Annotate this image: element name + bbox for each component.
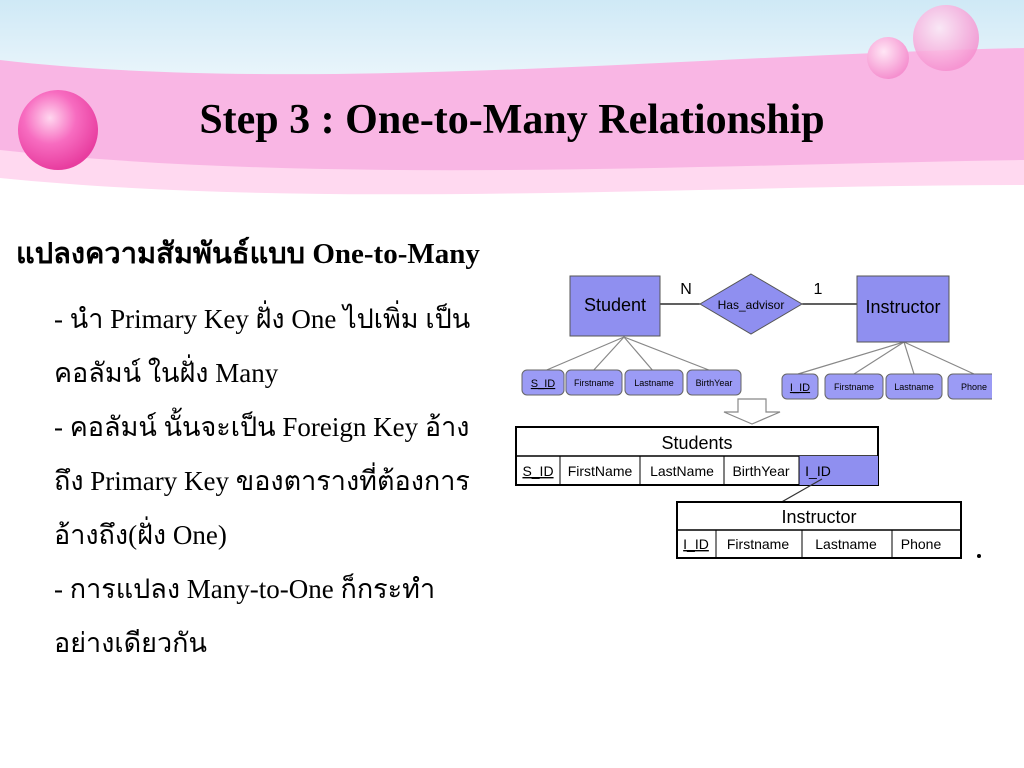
column-i-id: I_ID xyxy=(683,536,709,552)
cardinality-n: N xyxy=(680,281,692,298)
attribute-s-id: S_ID xyxy=(531,378,556,390)
bullet-item: - นำ Primary Key ฝั่ง One ไปเพิ่ม เป็นคอ… xyxy=(54,304,471,388)
attribute-lastname: Lastname xyxy=(634,378,674,388)
table-name-instructor: Instructor xyxy=(781,507,856,527)
attribute-firstname: Firstname xyxy=(574,378,614,388)
attribute-phone: Phone xyxy=(961,382,987,392)
column-i-id-foreign: I_ID xyxy=(805,463,831,479)
column-phone: Phone xyxy=(901,536,942,552)
bullet-item: - การแปลง Many-to-One ก็กระทำ อย่างเดียว… xyxy=(54,574,436,658)
column-firstname: Firstname xyxy=(727,536,789,552)
column-firstname: FirstName xyxy=(568,463,633,479)
section-heading: แปลงความสัมพันธ์แบบ One-to-Many xyxy=(16,238,480,270)
relationship-has-advisor: Has_advisor xyxy=(718,298,785,312)
instructor-table: Instructor I_ID Firstname Lastname Phone xyxy=(676,501,962,559)
entity-instructor: Instructor xyxy=(865,297,940,317)
down-arrow-icon xyxy=(723,398,781,425)
column-s-id: S_ID xyxy=(522,463,553,479)
attribute-lastname: Lastname xyxy=(894,382,934,392)
pink-bubble-icon xyxy=(18,90,98,170)
table-name-students: Students xyxy=(661,433,732,453)
cardinality-1: 1 xyxy=(814,281,823,298)
attribute-firstname: Firstname xyxy=(834,382,874,392)
content-area: แปลงความสัมพันธ์แบบ One-to-Many - นำ Pri… xyxy=(16,230,496,670)
column-birthyear: BirthYear xyxy=(732,463,789,479)
column-lastname: LastName xyxy=(650,463,714,479)
slide-title: Step 3 : One-to-Many Relationship xyxy=(199,97,825,143)
column-lastname: Lastname xyxy=(815,536,877,552)
bullet-item: - คอลัมน์ นั้นจะเป็น Foreign Key อ้างถึง… xyxy=(54,412,470,550)
entity-student: Student xyxy=(584,295,646,315)
attribute-birthyear: BirthYear xyxy=(696,378,733,388)
er-diagram: Student Has_advisor Instructor N 1 S_ID … xyxy=(515,273,992,559)
attribute-i-id: I_ID xyxy=(790,382,810,394)
students-table: Students S_ID FirstName LastName BirthYe… xyxy=(515,426,879,486)
header-background xyxy=(0,0,1024,215)
